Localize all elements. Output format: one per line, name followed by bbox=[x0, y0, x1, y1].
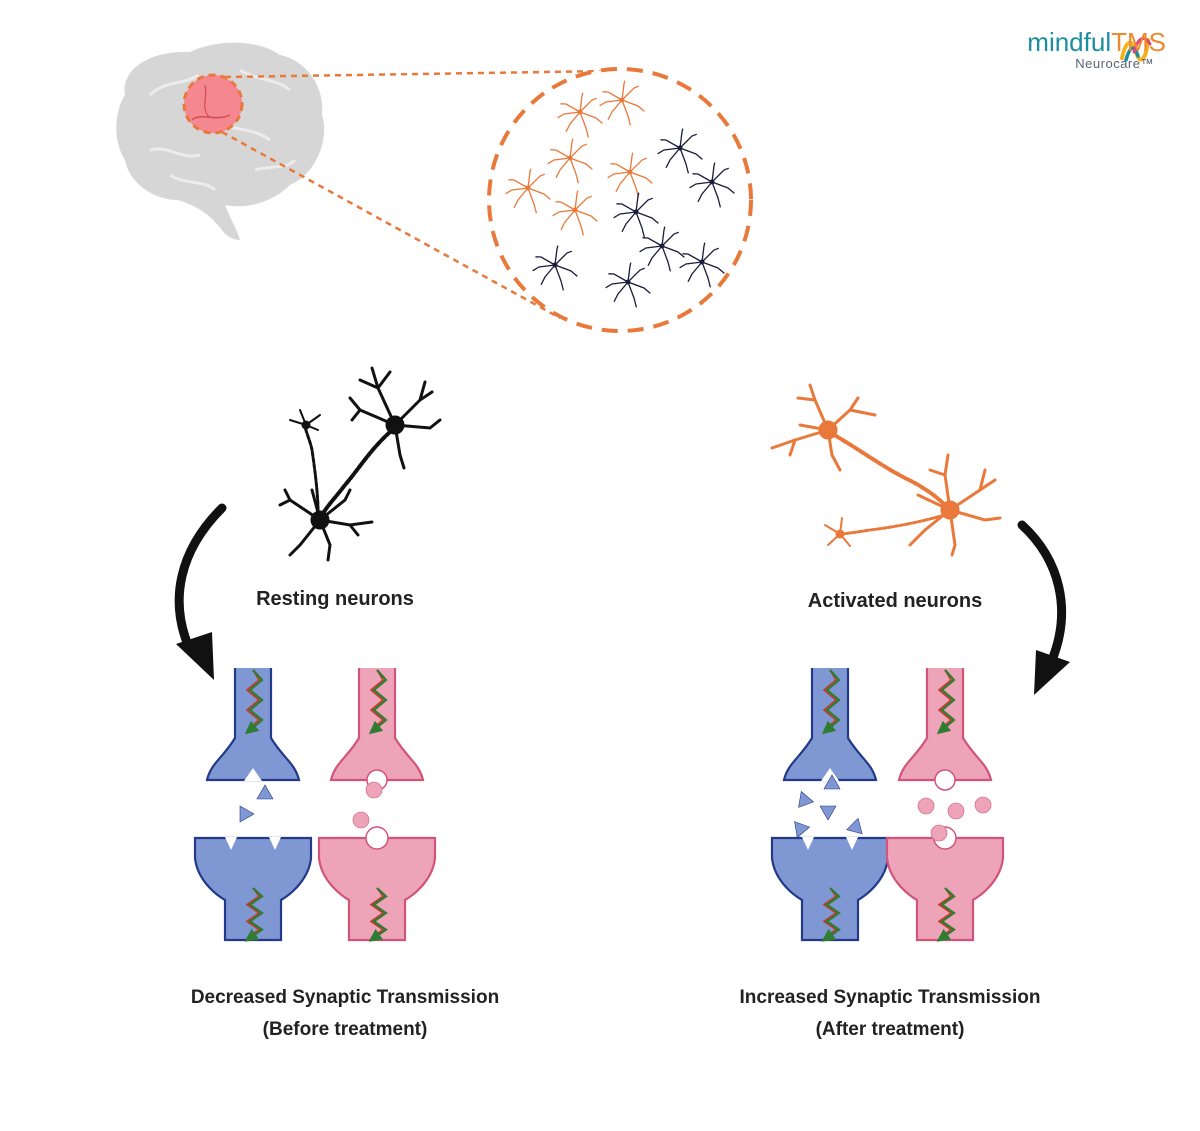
neurotransmitter-triangle bbox=[846, 817, 863, 835]
after-caption-line2: (After treatment) bbox=[815, 1019, 965, 1040]
brain-icon bbox=[116, 42, 325, 240]
resting-neurons-illustration bbox=[278, 366, 442, 562]
brand-subtitle: Neurocare™ bbox=[1075, 56, 1154, 71]
before-treatment-caption: Decreased Synaptic Transmission (Before … bbox=[130, 982, 560, 1046]
micro-neuron bbox=[599, 80, 645, 126]
synapses-before-treatment bbox=[193, 668, 437, 942]
micro-neuron bbox=[557, 92, 603, 138]
activated-neurons-illustration bbox=[770, 383, 1002, 557]
resting-neurons-label: Resting neurons bbox=[256, 588, 414, 610]
activated-neurons-label: Activated neurons bbox=[807, 590, 983, 612]
neurotransmitter-circle bbox=[930, 824, 948, 842]
micro-neuron bbox=[679, 242, 725, 288]
synapses-after-treatment bbox=[770, 668, 1005, 942]
mindful-tms-logo-icon bbox=[1120, 36, 1152, 62]
micro-neuron bbox=[532, 245, 578, 291]
micro-neuron bbox=[547, 138, 593, 184]
neurotransmitter-triangle bbox=[256, 784, 274, 800]
micro-neuron bbox=[607, 152, 653, 198]
micro-neuron bbox=[639, 226, 685, 272]
brand-logo: mindfulTMS Neurocare™ bbox=[1027, 28, 1166, 71]
micro-neuron bbox=[552, 190, 598, 236]
neurotransmitter-circle bbox=[947, 802, 965, 820]
after-caption-line1: Increased Synaptic Transmission bbox=[739, 987, 1041, 1008]
micro-neuron bbox=[689, 162, 735, 208]
before-caption-line2: (Before treatment) bbox=[262, 1019, 428, 1040]
zoom-connector-lines bbox=[221, 69, 611, 320]
neurotransmitter-triangle bbox=[819, 805, 837, 821]
micro-neuron bbox=[505, 168, 551, 214]
neurotransmitter-circle bbox=[974, 796, 992, 814]
microscopic-neurons bbox=[505, 80, 735, 308]
micro-neuron bbox=[605, 262, 651, 308]
curved-arrow-icon bbox=[1017, 520, 1070, 695]
brain-highlight-region bbox=[182, 73, 244, 135]
brand-name-part1: mindful bbox=[1027, 27, 1112, 57]
after-treatment-caption: Increased Synaptic Transmission (After t… bbox=[680, 982, 1100, 1046]
neurotransmitter-circle bbox=[352, 811, 370, 829]
before-caption-line1: Decreased Synaptic Transmission bbox=[190, 987, 500, 1008]
neurotransmitter-triangle bbox=[794, 821, 811, 839]
micro-neuron bbox=[657, 128, 703, 174]
neurotransmitter-triangle bbox=[239, 805, 255, 823]
neurotransmitter-triangle bbox=[798, 790, 815, 808]
brand-name-part2: TMS bbox=[1111, 27, 1166, 57]
neurotransmitter-circle bbox=[365, 781, 383, 799]
micro-neuron bbox=[613, 192, 659, 238]
curved-arrow-icon bbox=[174, 503, 227, 680]
neurotransmitter-triangle bbox=[823, 774, 841, 790]
neurotransmitter-circle bbox=[917, 797, 935, 815]
